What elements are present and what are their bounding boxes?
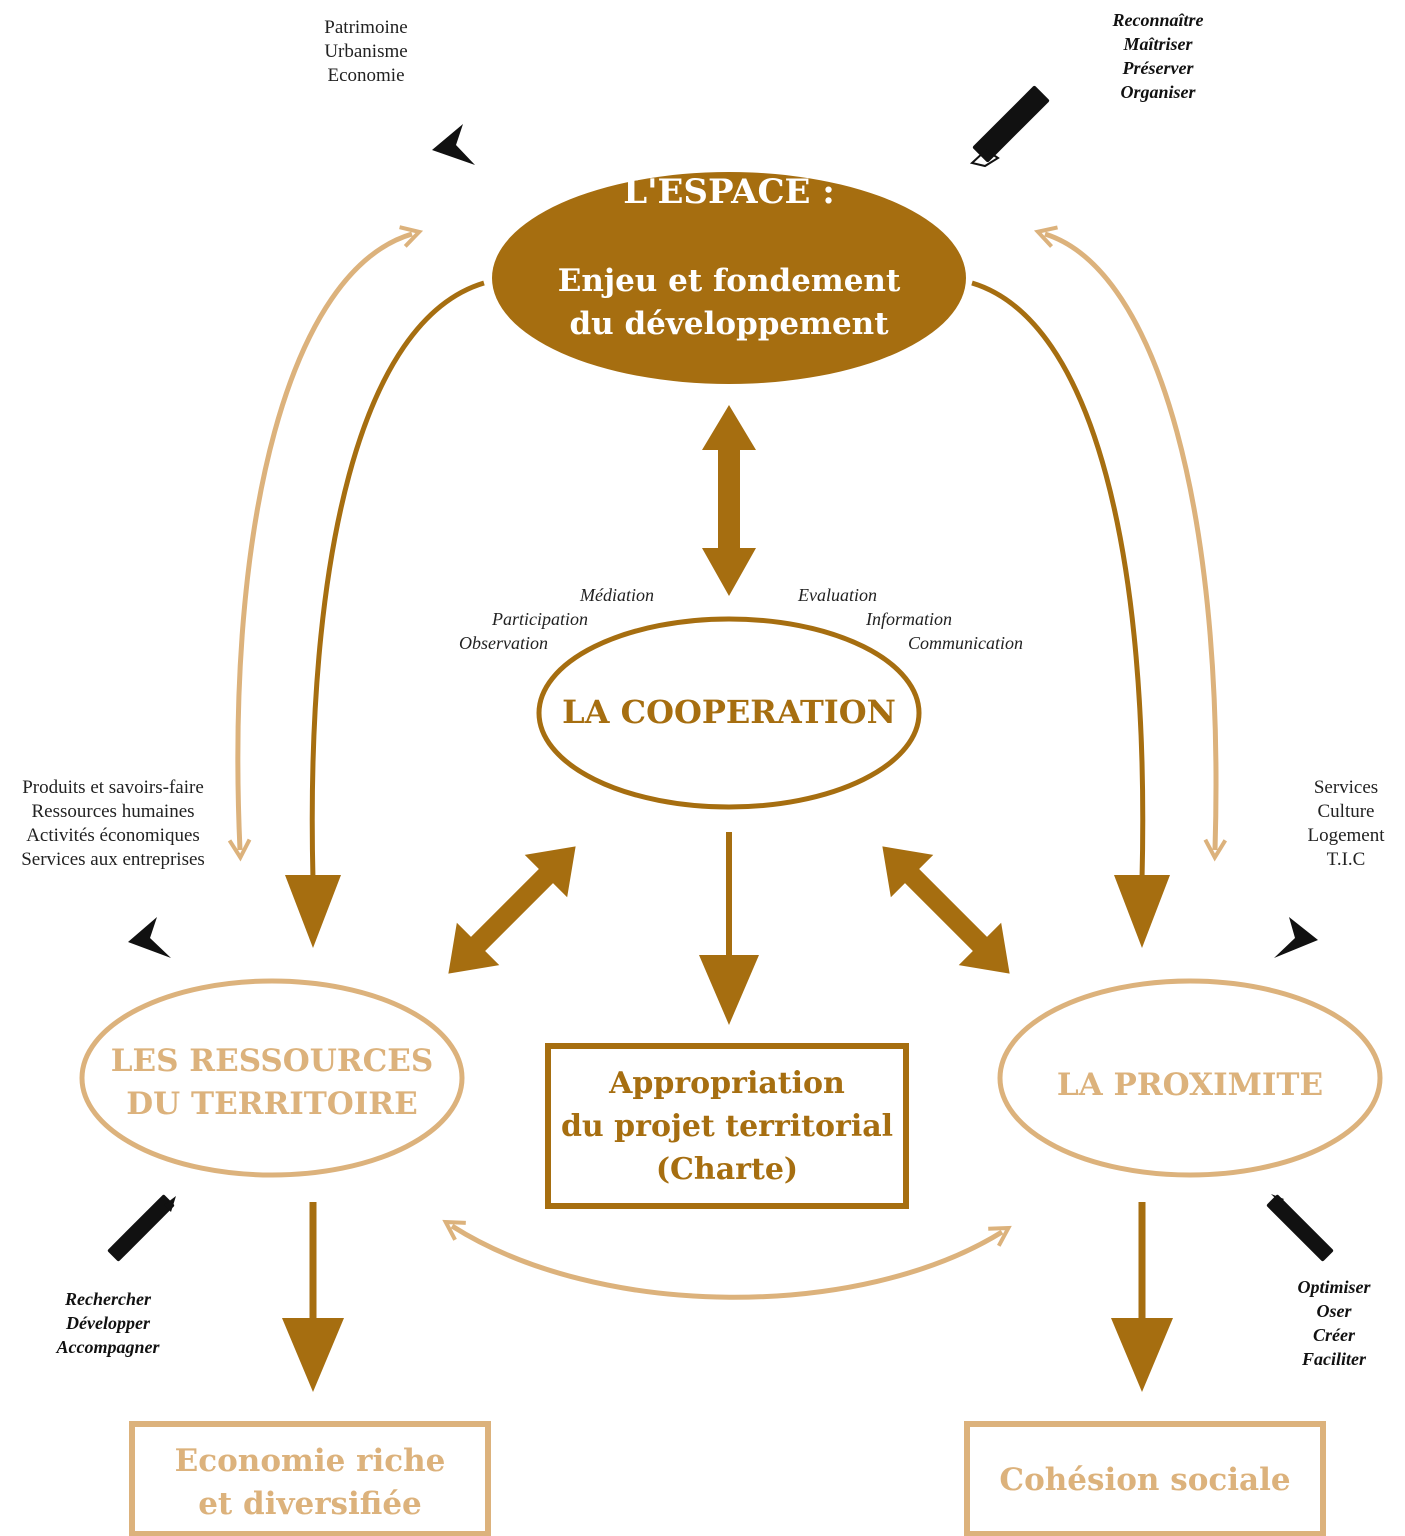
black-pointer-icon	[432, 124, 475, 165]
verb: Oser	[1316, 1301, 1352, 1321]
brown-arrowhead-ressources	[285, 875, 341, 948]
cooperation-keyword-right: Evaluation	[798, 585, 877, 605]
verb: Reconnaître	[1112, 10, 1204, 30]
pen-icon	[107, 1194, 176, 1262]
ressources-title-line2: DU TERRITOIRE	[126, 1086, 418, 1122]
double-arrow-cooperation-ressources	[448, 846, 576, 974]
verb: Créer	[1313, 1325, 1355, 1345]
verb: Préserver	[1122, 58, 1194, 78]
appropriation-text: Appropriation du projet territorial (Cha…	[552, 1062, 902, 1191]
brown-arrowhead-proximite	[1114, 875, 1170, 948]
cohesion-outcome: Cohésion sociale	[999, 1462, 1291, 1498]
keyword: Services	[1313, 777, 1379, 798]
keyword: Urbanisme	[324, 41, 408, 62]
keyword: Economie	[327, 65, 405, 86]
appropriation-line1: Appropriation	[609, 1066, 845, 1101]
tan-arrow-left-outer	[227, 225, 424, 862]
ressources-verbs: Rechercher Développer Accompagner	[28, 1287, 188, 1359]
keyword: T.I.C	[1326, 849, 1366, 870]
economie-outcome: Economie riche et diversifiée	[135, 1440, 485, 1526]
economie-line1: Economie riche	[174, 1443, 446, 1479]
proximite-title: LA PROXIMITE	[1056, 1067, 1324, 1103]
black-pointer-icon	[128, 917, 171, 958]
espace-ellipse	[492, 172, 966, 384]
proximite-ellipse	[997, 978, 1383, 1178]
proximite-verbs: Optimiser Oser Créer Faciliter	[1254, 1275, 1405, 1371]
ressources-ellipse	[79, 978, 465, 1178]
verb: Rechercher	[65, 1289, 151, 1309]
ressources-keywords: Produits et savoirs-faire Ressources hum…	[2, 776, 224, 872]
cohesion-box	[964, 1421, 1326, 1536]
keyword: Patrimoine	[324, 17, 408, 38]
double-arrow-espace-cooperation	[702, 405, 756, 596]
verb: Maîtriser	[1123, 34, 1193, 54]
arrowhead-appropriation	[699, 955, 759, 1025]
economie-line2: et diversifiée	[198, 1486, 422, 1522]
brown-arrow-espace-to-proximite	[971, 280, 1146, 881]
tan-arrow-bottom	[442, 1219, 1012, 1300]
verb: Organiser	[1120, 82, 1196, 102]
cooperation-title: LA COOPERATION	[562, 693, 896, 731]
espace-title: L'ESPACE :	[623, 172, 835, 212]
appropriation-line2: du projet territorial	[560, 1109, 894, 1144]
black-pointer-icon	[1274, 917, 1318, 958]
appropriation-box	[545, 1043, 909, 1209]
cooperation-keyword-left: Médiation	[580, 585, 654, 605]
keyword: Produits et savoirs-faire	[22, 777, 204, 798]
keyword: Logement	[1307, 825, 1385, 846]
cooperation-keyword-right: Information	[866, 609, 953, 629]
verb: Développer	[66, 1313, 150, 1333]
brown-arrow-espace-to-ressources	[309, 280, 485, 881]
economie-box	[129, 1421, 491, 1536]
double-arrow-cooperation-proximite	[882, 846, 1010, 974]
verb: Accompagner	[56, 1337, 160, 1357]
appropriation-line3: (Charte)	[655, 1152, 799, 1187]
pointing-hand-icon	[969, 85, 1050, 168]
keyword: Ressources humaines	[31, 801, 195, 822]
espace-subtitle: Enjeu et fondement du développement	[557, 263, 901, 342]
cooperation-ellipse	[536, 616, 922, 810]
cooperation-keyword-right: Communication	[908, 633, 1023, 653]
tan-arrow-right-outer	[1034, 225, 1228, 862]
ressources-title-line1: LES RESSOURCES	[110, 1043, 434, 1079]
pen-icon	[1266, 1194, 1334, 1262]
espace-keywords: Patrimoine Urbanisme Economie	[286, 16, 446, 88]
keyword: Services aux entreprises	[21, 849, 205, 870]
arrowhead-economie	[282, 1318, 344, 1392]
verb: Optimiser	[1297, 1277, 1371, 1297]
cooperation-keyword-left: Participation	[492, 609, 588, 629]
verb: Faciliter	[1302, 1349, 1366, 1369]
proximite-keywords: Services Culture Logement T.I.C	[1290, 776, 1402, 872]
cooperation-keyword-left: Observation	[459, 633, 548, 653]
ressources-title: LES RESSOURCES DU TERRITOIRE	[82, 1040, 462, 1126]
keyword: Culture	[1317, 801, 1375, 822]
arrowhead-cohesion	[1111, 1318, 1173, 1392]
keyword: Activités économiques	[26, 825, 200, 846]
espace-verbs: Reconnaître Maîtriser Préserver Organise…	[1078, 8, 1238, 104]
